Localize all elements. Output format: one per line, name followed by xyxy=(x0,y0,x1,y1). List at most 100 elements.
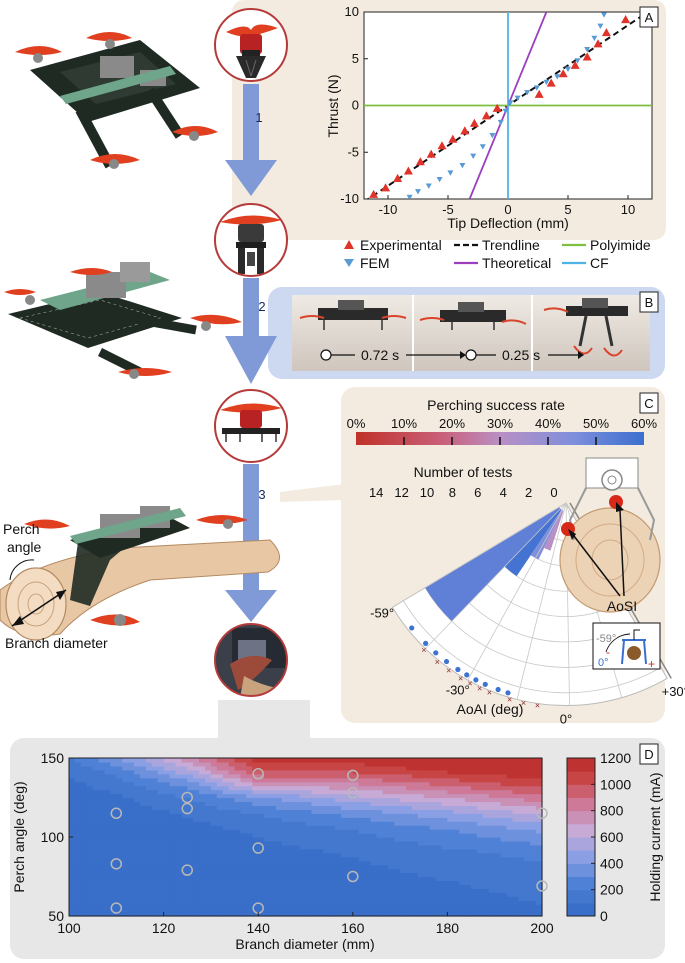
contour-cell xyxy=(104,777,111,783)
legend-marker xyxy=(344,259,354,267)
contour-cell xyxy=(128,892,135,897)
contour-cell xyxy=(530,856,537,862)
contour-cell xyxy=(74,912,82,917)
timeline-marker-1 xyxy=(320,349,332,361)
contour-cell xyxy=(340,856,348,862)
contour-cell xyxy=(429,892,437,897)
contour-cell xyxy=(506,884,514,889)
contour-cell xyxy=(145,868,153,874)
contour-cell xyxy=(246,852,253,858)
contour-cell xyxy=(453,833,460,838)
contour-cell xyxy=(122,797,129,803)
contour-cell xyxy=(169,876,177,882)
contour-cell xyxy=(465,837,472,842)
contour-cell xyxy=(246,821,253,826)
contour-cell xyxy=(204,789,212,795)
contour-cell xyxy=(311,833,318,838)
contour-cell xyxy=(335,904,342,909)
contour-cell xyxy=(204,880,212,885)
contour-cell xyxy=(441,797,448,803)
contour-cell xyxy=(382,896,389,901)
contour-cell xyxy=(199,868,206,874)
contour-cell xyxy=(388,837,395,842)
contour-cell xyxy=(98,884,106,889)
contour-cell xyxy=(417,758,425,763)
contour-cell xyxy=(506,801,514,806)
contour-cell xyxy=(311,880,318,885)
contour-cell xyxy=(530,852,537,858)
contour-cell xyxy=(352,840,360,846)
contour-cell xyxy=(394,896,401,901)
contour-cell xyxy=(252,852,259,858)
contour-cell xyxy=(346,809,354,814)
contour-cell xyxy=(157,904,165,909)
contour-cell xyxy=(364,821,372,826)
contour-cell xyxy=(536,809,543,814)
contour-cell xyxy=(86,856,94,862)
contour-cell xyxy=(400,785,407,791)
contour-cell xyxy=(494,758,502,763)
contour-cell xyxy=(453,872,460,878)
contour-cell xyxy=(340,773,348,779)
contour-cell xyxy=(482,758,490,763)
contour-cell xyxy=(506,840,514,846)
contour-cell xyxy=(358,908,366,913)
contour-cell xyxy=(151,884,159,889)
contour-cell xyxy=(299,761,307,767)
contour-cell xyxy=(494,809,502,814)
contour-cell xyxy=(116,888,123,893)
contour-cell xyxy=(400,864,407,870)
contour-cell xyxy=(175,880,182,885)
contour-cell xyxy=(394,793,401,799)
contour-cell xyxy=(482,797,490,803)
contour-cell xyxy=(92,765,100,771)
contour-cell xyxy=(423,912,431,917)
contour-cell xyxy=(210,805,218,810)
contour-cell xyxy=(293,809,301,814)
contour-cell xyxy=(530,809,537,814)
contour-cell xyxy=(139,860,147,866)
failed-trial-point: × xyxy=(446,666,451,676)
contour-cell xyxy=(370,821,378,826)
contour-cell xyxy=(506,777,514,783)
contour-cell xyxy=(530,892,537,897)
contour-cell xyxy=(193,825,200,830)
contour-cell xyxy=(145,789,153,795)
contour-cell xyxy=(122,761,129,767)
colorbar-tick-label: 400 xyxy=(600,855,624,871)
contour-cell xyxy=(74,809,82,814)
contour-cell xyxy=(423,904,431,909)
contour-cell xyxy=(69,892,76,897)
contour-cell xyxy=(459,813,466,818)
contour-cell xyxy=(376,896,383,901)
contour-cell xyxy=(234,758,242,763)
contour-cell xyxy=(193,809,200,814)
contour-cell xyxy=(411,904,419,909)
contour-cell xyxy=(482,872,490,878)
contour-cell xyxy=(293,896,301,901)
contour-cell xyxy=(69,908,76,913)
contour-cell xyxy=(311,888,318,893)
contour-cell xyxy=(287,868,295,874)
contour-cell xyxy=(494,805,502,810)
inset-angle-neg59: -59° xyxy=(596,633,616,645)
contour-cell xyxy=(447,856,454,862)
contour-cell xyxy=(441,829,448,834)
contour-cell xyxy=(204,908,212,913)
contour-cell xyxy=(169,904,177,909)
contour-cell xyxy=(370,769,378,775)
contour-cell xyxy=(228,868,236,874)
contour-cell xyxy=(465,758,472,763)
contour-cell xyxy=(145,896,153,901)
photo-frame-3 xyxy=(543,298,628,357)
contour-cell xyxy=(281,852,289,858)
contour-cell xyxy=(92,848,100,854)
contour-cell xyxy=(459,892,466,897)
contour-cell xyxy=(476,840,484,846)
contour-cell xyxy=(536,904,543,909)
contour-cell xyxy=(376,884,383,889)
contour-cell xyxy=(417,876,425,882)
contour-cell xyxy=(429,860,437,866)
contour-cell xyxy=(122,884,129,889)
contour-cell xyxy=(281,809,289,814)
